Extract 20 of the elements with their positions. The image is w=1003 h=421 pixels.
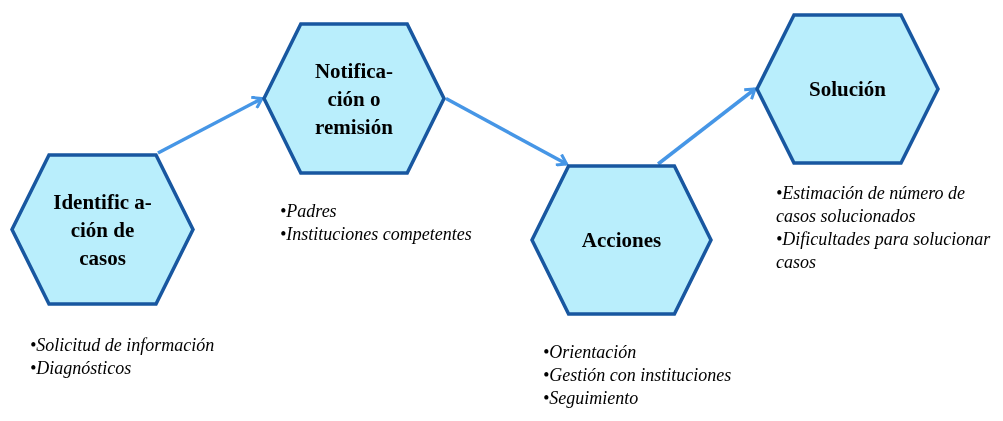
bullet-text: •Gestión con instituciones (543, 364, 733, 387)
process-hexagon (262, 22, 446, 175)
bullet-text: •Orientación (543, 341, 638, 364)
bullet-text: •Estimación de número de casos solucionados (776, 182, 967, 228)
node-label: Identific a-ción de casos (52, 188, 153, 272)
bullet-text: •Dificultades para solucionar casos (776, 228, 992, 274)
node-label: Notifica- ción o remisión (313, 57, 395, 141)
process-hexagon (530, 164, 713, 316)
arrow (657, 87, 757, 166)
bullet-text: •Instituciones competentes (280, 223, 473, 246)
process-hexagon (755, 13, 940, 165)
bullet-text: •Solicitud de información (30, 334, 216, 357)
node-label: Acciones (580, 227, 663, 254)
bullet-text: •Padres (280, 200, 338, 223)
bullet-text: •Seguimiento (543, 387, 640, 410)
node-label: Solución (808, 76, 887, 103)
arrow (157, 95, 264, 155)
process-hexagon (10, 153, 195, 306)
arrow (445, 96, 569, 167)
bullet-text: •Diagnósticos (30, 357, 133, 380)
